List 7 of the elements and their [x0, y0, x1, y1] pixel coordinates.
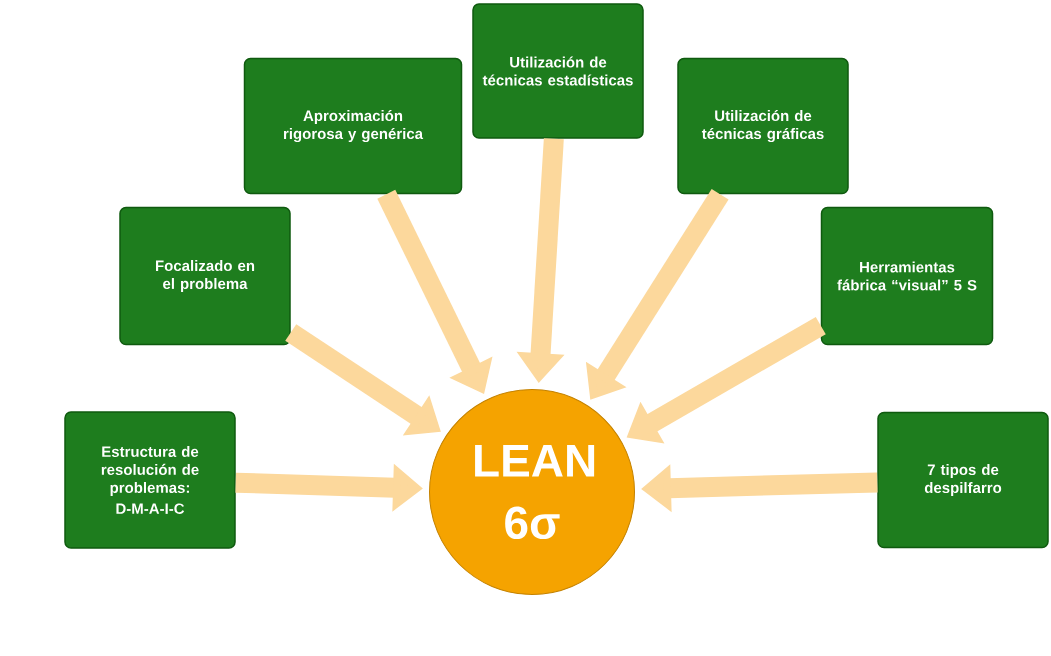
text-box: 7 tipos de despilfarro [877, 411, 1049, 549]
text-box: Herramientas fábrica “visual” 5 S [820, 206, 994, 346]
text-box: Focalizado en el problema [119, 206, 291, 346]
text-box: Utilización de técnicas estadísticas [472, 3, 644, 139]
text-box: Aproximación rigorosa y genérica [243, 57, 463, 195]
text-box: Estructura de resolución de problemas: D-M-A-I-C [64, 411, 236, 549]
text-box: Utilización de técnicas gráficas [677, 57, 849, 195]
